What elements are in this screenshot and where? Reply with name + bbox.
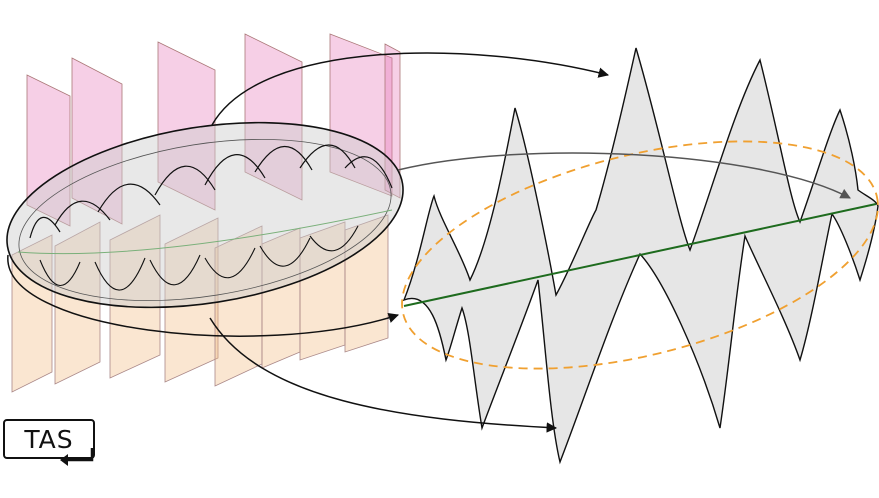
arrow-left	[7, 254, 399, 337]
lower-plane	[54, 221, 101, 385]
lower-plane	[344, 214, 389, 353]
mapping-arrows	[7, 52, 851, 433]
upper-planes	[26, 33, 401, 227]
tas-badge: TAS	[3, 419, 95, 459]
lower-plane	[164, 217, 219, 383]
waveform	[401, 47, 879, 465]
arrow-bottom	[209, 317, 558, 433]
upper-plane	[71, 57, 123, 225]
lower-plane	[11, 234, 53, 393]
lower-planes	[11, 214, 389, 393]
upper-plane	[244, 33, 303, 201]
axis-line	[403, 203, 877, 307]
arrow-top	[211, 52, 610, 126]
tas-badge-label: TAS	[24, 424, 74, 454]
upper-plane	[329, 33, 393, 197]
ellipse-body	[6, 121, 404, 309]
dashed-ellipse	[401, 140, 879, 370]
lower-plane	[109, 214, 161, 379]
return-arrow-icon	[60, 448, 94, 466]
arrow-mid-right	[397, 152, 851, 199]
